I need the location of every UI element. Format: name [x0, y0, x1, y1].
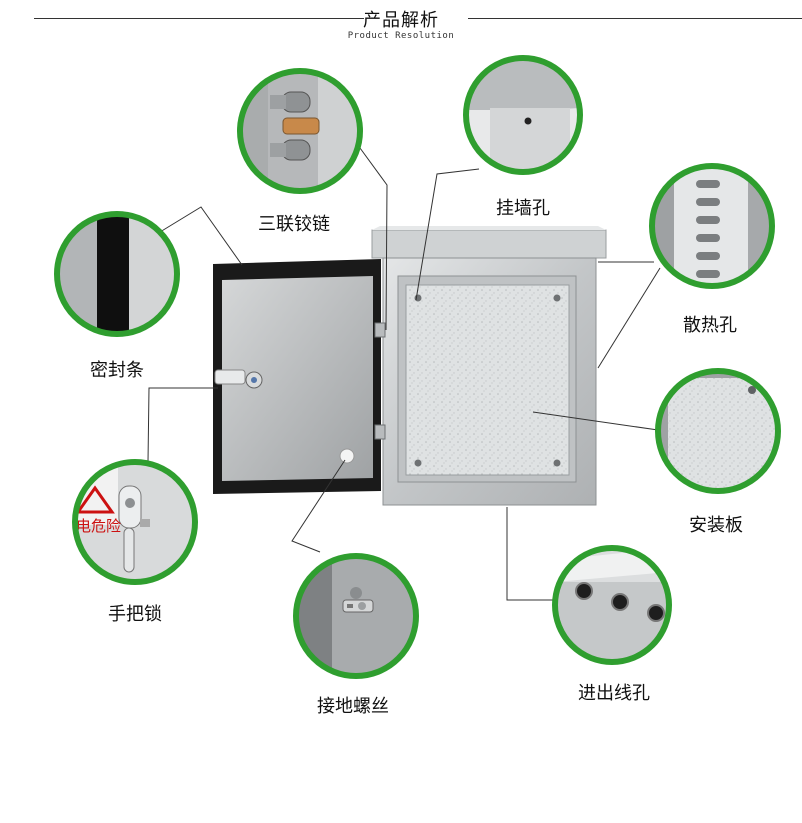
label-cable: 进出线孔 [578, 683, 650, 704]
leader-wall-mount [415, 168, 480, 301]
header-line-right [468, 18, 802, 19]
detail-seal [54, 211, 180, 337]
label-lock: 手把锁 [108, 604, 162, 625]
header-line-left [34, 18, 364, 19]
warning-text: 电危险 [76, 517, 121, 535]
leader-cable [506, 507, 555, 601]
detail-wall-mount [463, 55, 583, 175]
detail-cable [552, 545, 672, 665]
label-vent: 散热孔 [683, 315, 737, 336]
page-subtitle: Product Resolution [347, 31, 455, 41]
leader-lock [147, 387, 218, 463]
leader-seal [159, 206, 243, 266]
leader-plate [532, 411, 659, 431]
enclosure-door [213, 259, 386, 494]
label-wall-mount: 挂墙孔 [496, 198, 550, 219]
detail-plate [655, 368, 781, 494]
label-hinge: 三联铰链 [258, 214, 330, 235]
leader-vent-side [597, 267, 661, 369]
callout-lines [147, 147, 661, 601]
detail-hinge [237, 68, 363, 194]
leader-hinge [359, 147, 388, 331]
page-title: 产品解析 [363, 10, 439, 31]
enclosure-body [371, 226, 607, 506]
detail-lock: 电危险 [72, 459, 198, 585]
detail-ground [293, 553, 419, 679]
detail-vent [649, 163, 775, 289]
label-plate: 安装板 [689, 515, 743, 536]
leader-ground [291, 459, 346, 553]
label-ground: 接地螺丝 [317, 696, 389, 717]
label-seal: 密封条 [90, 360, 144, 381]
